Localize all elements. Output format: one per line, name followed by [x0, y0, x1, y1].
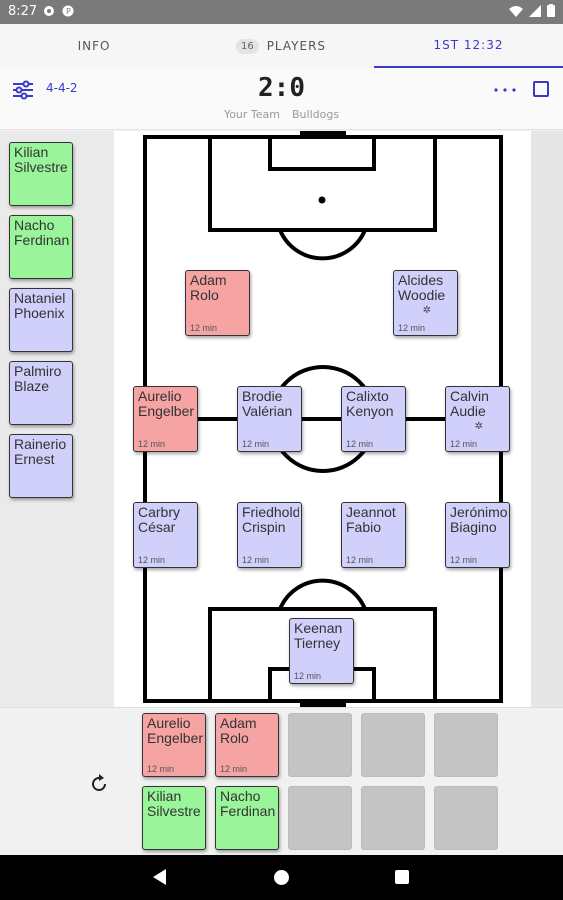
player-name: Keenan Tierney: [294, 621, 343, 651]
player-name: Calixto Kenyon: [346, 389, 394, 419]
player-minutes: 12 min: [138, 555, 166, 565]
player-name: Friedhold Crispin: [242, 505, 299, 535]
player-minutes: 12 min: [346, 439, 374, 449]
player-minutes: 12 min: [220, 764, 248, 774]
system-nav-bar: [0, 855, 563, 900]
captain-star-icon: ✲: [474, 421, 483, 432]
bench-player-card[interactable]: Nacho Ferdinan: [9, 215, 73, 279]
player-minutes: 12 min: [450, 439, 478, 449]
recent-apps-icon[interactable]: [395, 870, 409, 884]
status-bar: 8:27 P: [0, 0, 563, 24]
player-minutes: 12 min: [147, 764, 175, 774]
player-minutes: 12 min: [294, 671, 322, 681]
back-icon[interactable]: [153, 869, 166, 885]
app-notification-icon: P: [62, 5, 74, 17]
signal-icon: [529, 4, 541, 17]
home-team-name: Your Team: [223, 108, 280, 121]
empty-sub-slot[interactable]: [288, 786, 352, 850]
sub-in-card[interactable]: Nacho Ferdinan: [215, 786, 279, 850]
field-player-card[interactable]: Calvin Audie ✲ 12 min: [445, 386, 510, 452]
field-player-card[interactable]: Friedhold Crispin 12 min: [237, 502, 302, 568]
goalkeeper-card[interactable]: Keenan Tierney 12 min: [289, 618, 354, 684]
tab-match-time[interactable]: 1ST 12:32: [374, 24, 563, 68]
tab-info[interactable]: INFO: [0, 24, 188, 68]
player-name: Nacho Ferdinan: [220, 789, 276, 819]
tab-bar: INFO 16 PLAYERS 1ST 12:32: [0, 24, 563, 68]
player-name: Jerónimo Biagino: [450, 505, 507, 535]
bench-player-card[interactable]: Kilian Silvestre: [9, 142, 73, 206]
home-icon[interactable]: [274, 870, 289, 885]
formation-label[interactable]: 4-4-2: [46, 81, 78, 95]
field-player-card[interactable]: Brodie Valérian 12 min: [237, 386, 302, 452]
player-name: Kilian Silvestre: [14, 145, 68, 175]
player-minutes: 12 min: [398, 323, 426, 333]
players-count-badge: 16: [235, 38, 259, 54]
svg-text:P: P: [66, 7, 71, 16]
player-minutes: 12 min: [138, 439, 166, 449]
player-minutes: 12 min: [190, 323, 218, 333]
field-player-card[interactable]: Alcides Woodie ✲ 12 min: [393, 270, 458, 336]
field-player-card[interactable]: Calixto Kenyon 12 min: [341, 386, 406, 452]
player-name: Alcides Woodie: [398, 273, 446, 303]
player-name: Adam Rolo: [220, 716, 257, 746]
player-name: Aurelio Engelber: [147, 716, 203, 746]
formation-settings-icon[interactable]: [12, 80, 34, 100]
player-name: Kilian Silvestre: [147, 789, 201, 819]
player-minutes: 12 min: [242, 555, 270, 565]
bench-player-card[interactable]: Nataniel Phoenix: [9, 288, 73, 352]
empty-sub-slot[interactable]: [434, 786, 498, 850]
player-name: Carbry César: [138, 505, 181, 535]
wifi-icon: [509, 5, 523, 17]
battery-icon: [547, 4, 555, 17]
field-player-card[interactable]: Aurelio Engelber 12 min: [133, 386, 198, 452]
player-minutes: 12 min: [346, 555, 374, 565]
gear-notification-icon: [44, 6, 54, 16]
empty-sub-slot[interactable]: [288, 713, 352, 777]
score-bar: 4-4-2 2:0 Your Team Bulldogs: [0, 68, 563, 130]
bench-player-card[interactable]: Rainerio Ernest: [9, 434, 73, 498]
stop-icon[interactable]: [533, 81, 549, 97]
player-minutes: 12 min: [450, 555, 478, 565]
player-name: Nacho Ferdinan: [14, 218, 70, 248]
tab-time-label: 1ST 12:32: [433, 38, 504, 52]
more-options-icon[interactable]: [492, 80, 518, 100]
right-margin: [531, 131, 563, 707]
sub-out-card[interactable]: Aurelio Engelber 12 min: [142, 713, 206, 777]
swap-refresh-icon[interactable]: [88, 773, 110, 795]
tab-players-label: PLAYERS: [266, 39, 327, 53]
field-player-card[interactable]: Carbry César 12 min: [133, 502, 198, 568]
away-team-name: Bulldogs: [292, 108, 340, 121]
player-name: Palmiro Blaze: [14, 364, 62, 394]
tab-players[interactable]: 16 PLAYERS: [188, 24, 374, 68]
empty-sub-slot[interactable]: [361, 713, 425, 777]
tab-info-label: INFO: [77, 39, 111, 53]
player-name: Jeannot Fabio: [346, 505, 396, 535]
sub-in-card[interactable]: Kilian Silvestre: [142, 786, 206, 850]
player-minutes: 12 min: [242, 439, 270, 449]
player-name: Rainerio Ernest: [14, 437, 67, 467]
match-score: 2:0: [258, 73, 305, 103]
player-name: Calvin Audie: [450, 389, 489, 419]
field-player-card[interactable]: Jeannot Fabio 12 min: [341, 502, 406, 568]
status-time: 8:27: [8, 4, 38, 19]
field-player-card[interactable]: Jerónimo Biagino 12 min: [445, 502, 510, 568]
empty-sub-slot[interactable]: [361, 786, 425, 850]
team-names: Your Team Bulldogs: [0, 108, 563, 121]
bench-player-card[interactable]: Palmiro Blaze: [9, 361, 73, 425]
captain-star-icon: ✲: [422, 305, 431, 316]
player-name: Nataniel Phoenix: [14, 291, 66, 321]
player-name: Aurelio Engelber: [138, 389, 195, 419]
field-player-card[interactable]: Adam Rolo 12 min: [185, 270, 250, 336]
player-name: Adam Rolo: [190, 273, 227, 303]
empty-sub-slot[interactable]: [434, 713, 498, 777]
player-name: Brodie Valérian: [242, 389, 293, 419]
sub-out-card[interactable]: Adam Rolo 12 min: [215, 713, 279, 777]
